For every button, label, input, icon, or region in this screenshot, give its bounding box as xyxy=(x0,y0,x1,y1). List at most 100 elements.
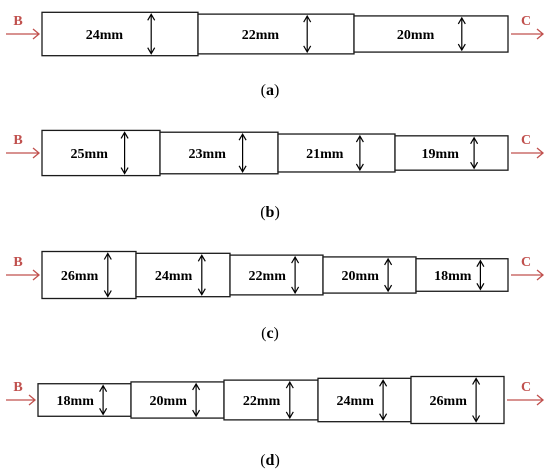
diameter-label: 19mm xyxy=(422,147,460,162)
input-arrow-head xyxy=(32,269,41,281)
diameter-label: 22mm xyxy=(242,28,280,43)
output-arrow-head xyxy=(536,147,545,159)
diameter-label: 18mm xyxy=(434,269,472,284)
diameter-label: 25mm xyxy=(71,147,109,162)
diameter-label: 20mm xyxy=(342,269,380,284)
dimension-arrowhead-bottom xyxy=(379,413,388,421)
dimension-arrowhead-bottom xyxy=(291,286,300,295)
endpoint-label-right: C xyxy=(521,380,531,395)
endpoint-label-right: C xyxy=(521,14,531,29)
segment-rect xyxy=(41,250,137,300)
diameter-label: 18mm xyxy=(57,394,95,409)
dimension-arrowhead-bottom xyxy=(147,47,156,55)
caption: (b) xyxy=(260,204,280,221)
segment-rect xyxy=(229,254,324,296)
dimension-arrowhead-bottom xyxy=(472,415,481,423)
endpoint-label-left: B xyxy=(13,133,22,148)
dimension-arrowhead-bottom xyxy=(285,411,294,420)
diameter-label: 24mm xyxy=(337,394,375,409)
input-arrow-head xyxy=(32,28,41,40)
shaft-segment: 23mm xyxy=(159,131,279,175)
segment-rect xyxy=(41,11,199,57)
caption-letter: c xyxy=(266,325,273,342)
dimension-arrowhead-top xyxy=(192,382,201,391)
dimension-arrowhead-top xyxy=(291,255,300,264)
segment-rect xyxy=(37,383,132,417)
dimension-arrowhead-top xyxy=(470,136,479,145)
shaft-segment: 24mm xyxy=(317,377,412,423)
dimension-arrowhead-top xyxy=(355,134,364,143)
dimension-arrowhead-top xyxy=(238,133,247,141)
shaft-segment: 24mm xyxy=(135,252,231,298)
shaft-segment: 19mm xyxy=(394,135,509,171)
diameter-label: 24mm xyxy=(155,269,193,284)
dimension-arrowhead-top xyxy=(120,131,129,139)
diameter-label: 22mm xyxy=(249,269,287,284)
dimension-arrowhead-bottom xyxy=(470,161,479,170)
diameter-label: 24mm xyxy=(86,28,124,43)
segment-rect xyxy=(353,15,509,53)
shaft-segment: 20mm xyxy=(322,256,417,294)
diagram-b: B C 25mm 23mm 21mm 19mm (b) xyxy=(6,129,545,221)
dimension-arrowhead-bottom xyxy=(303,45,312,54)
diameter-label: 21mm xyxy=(306,147,344,162)
dimension-arrowhead-top xyxy=(197,254,206,262)
dimension-arrowhead-top xyxy=(457,16,466,25)
dimension-arrowhead-bottom xyxy=(457,43,466,52)
segment-rect xyxy=(197,13,355,55)
input-arrow-head xyxy=(28,394,37,406)
shaft-segment: 25mm xyxy=(41,129,161,177)
dimension-arrowhead-bottom xyxy=(355,163,364,172)
shaft-segment: 18mm xyxy=(415,258,509,292)
diameter-label: 22mm xyxy=(243,394,281,409)
shaft-segment: 26mm xyxy=(410,375,505,425)
dimension-arrowhead-bottom xyxy=(238,165,247,173)
dimension-arrowhead-top xyxy=(472,377,481,385)
dimension-arrowhead-top xyxy=(103,252,112,260)
dimension-arrowhead-bottom xyxy=(120,167,129,175)
diagram-d: B C 18mm 20mm 22mm 24mm 26mm (d) xyxy=(6,375,545,469)
caption-letter: b xyxy=(266,204,275,221)
diameter-label: 20mm xyxy=(150,394,188,409)
diameter-label: 23mm xyxy=(189,147,227,162)
caption: (d) xyxy=(260,452,280,469)
diameter-label: 26mm xyxy=(61,269,99,284)
caption: (c) xyxy=(261,325,279,342)
dimension-arrowhead-top xyxy=(99,384,108,393)
caption: (a) xyxy=(261,82,280,99)
caption-letter: d xyxy=(266,452,275,469)
dimension-arrowhead-bottom xyxy=(192,409,201,418)
endpoint-label-right: C xyxy=(521,255,531,270)
dimension-arrowhead-bottom xyxy=(384,284,393,293)
output-arrow-head xyxy=(536,28,545,40)
segment-rect xyxy=(223,379,319,421)
input-arrow-head xyxy=(32,147,41,159)
dimension-arrowhead-bottom xyxy=(99,407,108,416)
shaft-segment: 24mm xyxy=(41,11,199,57)
dimension-arrowhead-top xyxy=(147,13,156,21)
segment-rect xyxy=(394,135,509,171)
endpoint-label-left: B xyxy=(13,380,22,395)
segment-rect xyxy=(410,375,505,425)
dimension-arrowhead-bottom xyxy=(476,282,485,291)
dimension-arrowhead-bottom xyxy=(197,288,206,296)
shaft-segment: 21mm xyxy=(277,133,396,173)
shaft-segment: 22mm xyxy=(229,254,324,296)
dimension-arrowhead-top xyxy=(303,14,312,23)
output-arrow-head xyxy=(536,394,545,406)
dimension-arrowhead-top xyxy=(379,379,388,387)
segment-rect xyxy=(130,381,225,419)
diagram-c: B C 26mm 24mm 22mm 20mm 18mm (c) xyxy=(6,250,545,342)
shaft-segment: 18mm xyxy=(37,383,132,417)
caption-letter: a xyxy=(266,82,274,99)
dimension-arrowhead-top xyxy=(384,257,393,266)
endpoint-label-left: B xyxy=(13,255,22,270)
dimension-arrowhead-bottom xyxy=(103,290,112,298)
shaft-segment: 26mm xyxy=(41,250,137,300)
segment-rect xyxy=(415,258,509,292)
segment-rect xyxy=(135,252,231,298)
shaft-segment: 20mm xyxy=(353,15,509,53)
endpoint-label-right: C xyxy=(521,133,531,148)
